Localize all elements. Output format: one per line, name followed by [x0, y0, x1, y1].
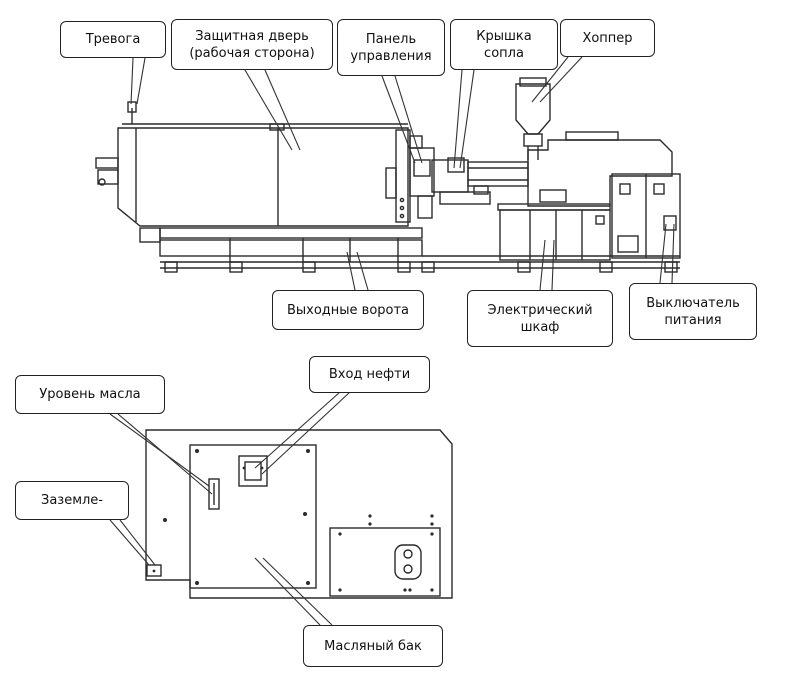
safety-door-label: Защитная дверь (рабочая сторона) — [171, 19, 333, 70]
alarm-label: Тревога — [60, 21, 166, 58]
nozzle-cover-label-line2: сопла — [484, 45, 524, 61]
alarm-label-text: Тревога — [85, 32, 141, 47]
nozzle-cover-label-line1: Крышка — [476, 28, 532, 44]
oil-inlet-label: Вход нефти — [309, 356, 430, 393]
safety-door-label-line2: (рабочая сторона) — [189, 45, 315, 61]
exit-gate-label: Выходные ворота — [272, 290, 424, 330]
power-switch-label: Выключатель питания — [629, 283, 757, 340]
oil-level-label-text: Уровень масла — [39, 387, 141, 402]
nozzle-cover-label: Крышка сопла — [450, 19, 558, 70]
power-switch-label-line2: питания — [664, 312, 722, 328]
grounding-label-text: Заземле- — [40, 493, 104, 508]
control-panel-label-line1: Панель — [365, 31, 417, 47]
oil-inlet-label-text: Вход нефти — [328, 367, 411, 382]
grounding-label: Заземле- — [15, 481, 129, 520]
electric-cabinet-label-line1: Электрический — [487, 302, 593, 318]
hopper-label: Хоппер — [560, 19, 655, 57]
power-switch-label-line1: Выключатель — [646, 295, 740, 311]
electric-cabinet-label: Электрический шкаф — [467, 290, 613, 347]
exit-gate-label-text: Выходные ворота — [286, 302, 410, 318]
oil-tank-label: Масляный бак — [303, 625, 443, 667]
leader-lines — [109, 56, 675, 626]
control-panel-label-line2: управления — [350, 48, 432, 64]
safety-door-label-line1: Защитная дверь — [195, 28, 309, 44]
oil-tank-view — [145, 429, 453, 599]
electric-cabinet-label-line2: шкаф — [520, 319, 560, 335]
control-panel-label: Панель управления — [337, 19, 445, 76]
oil-tank-label-text: Масляный бак — [324, 638, 422, 654]
bolt-holes — [152, 449, 434, 592]
machine-side-view — [95, 77, 681, 273]
oil-level-label: Уровень масла — [15, 375, 165, 414]
hopper-label-text: Хоппер — [582, 30, 633, 46]
